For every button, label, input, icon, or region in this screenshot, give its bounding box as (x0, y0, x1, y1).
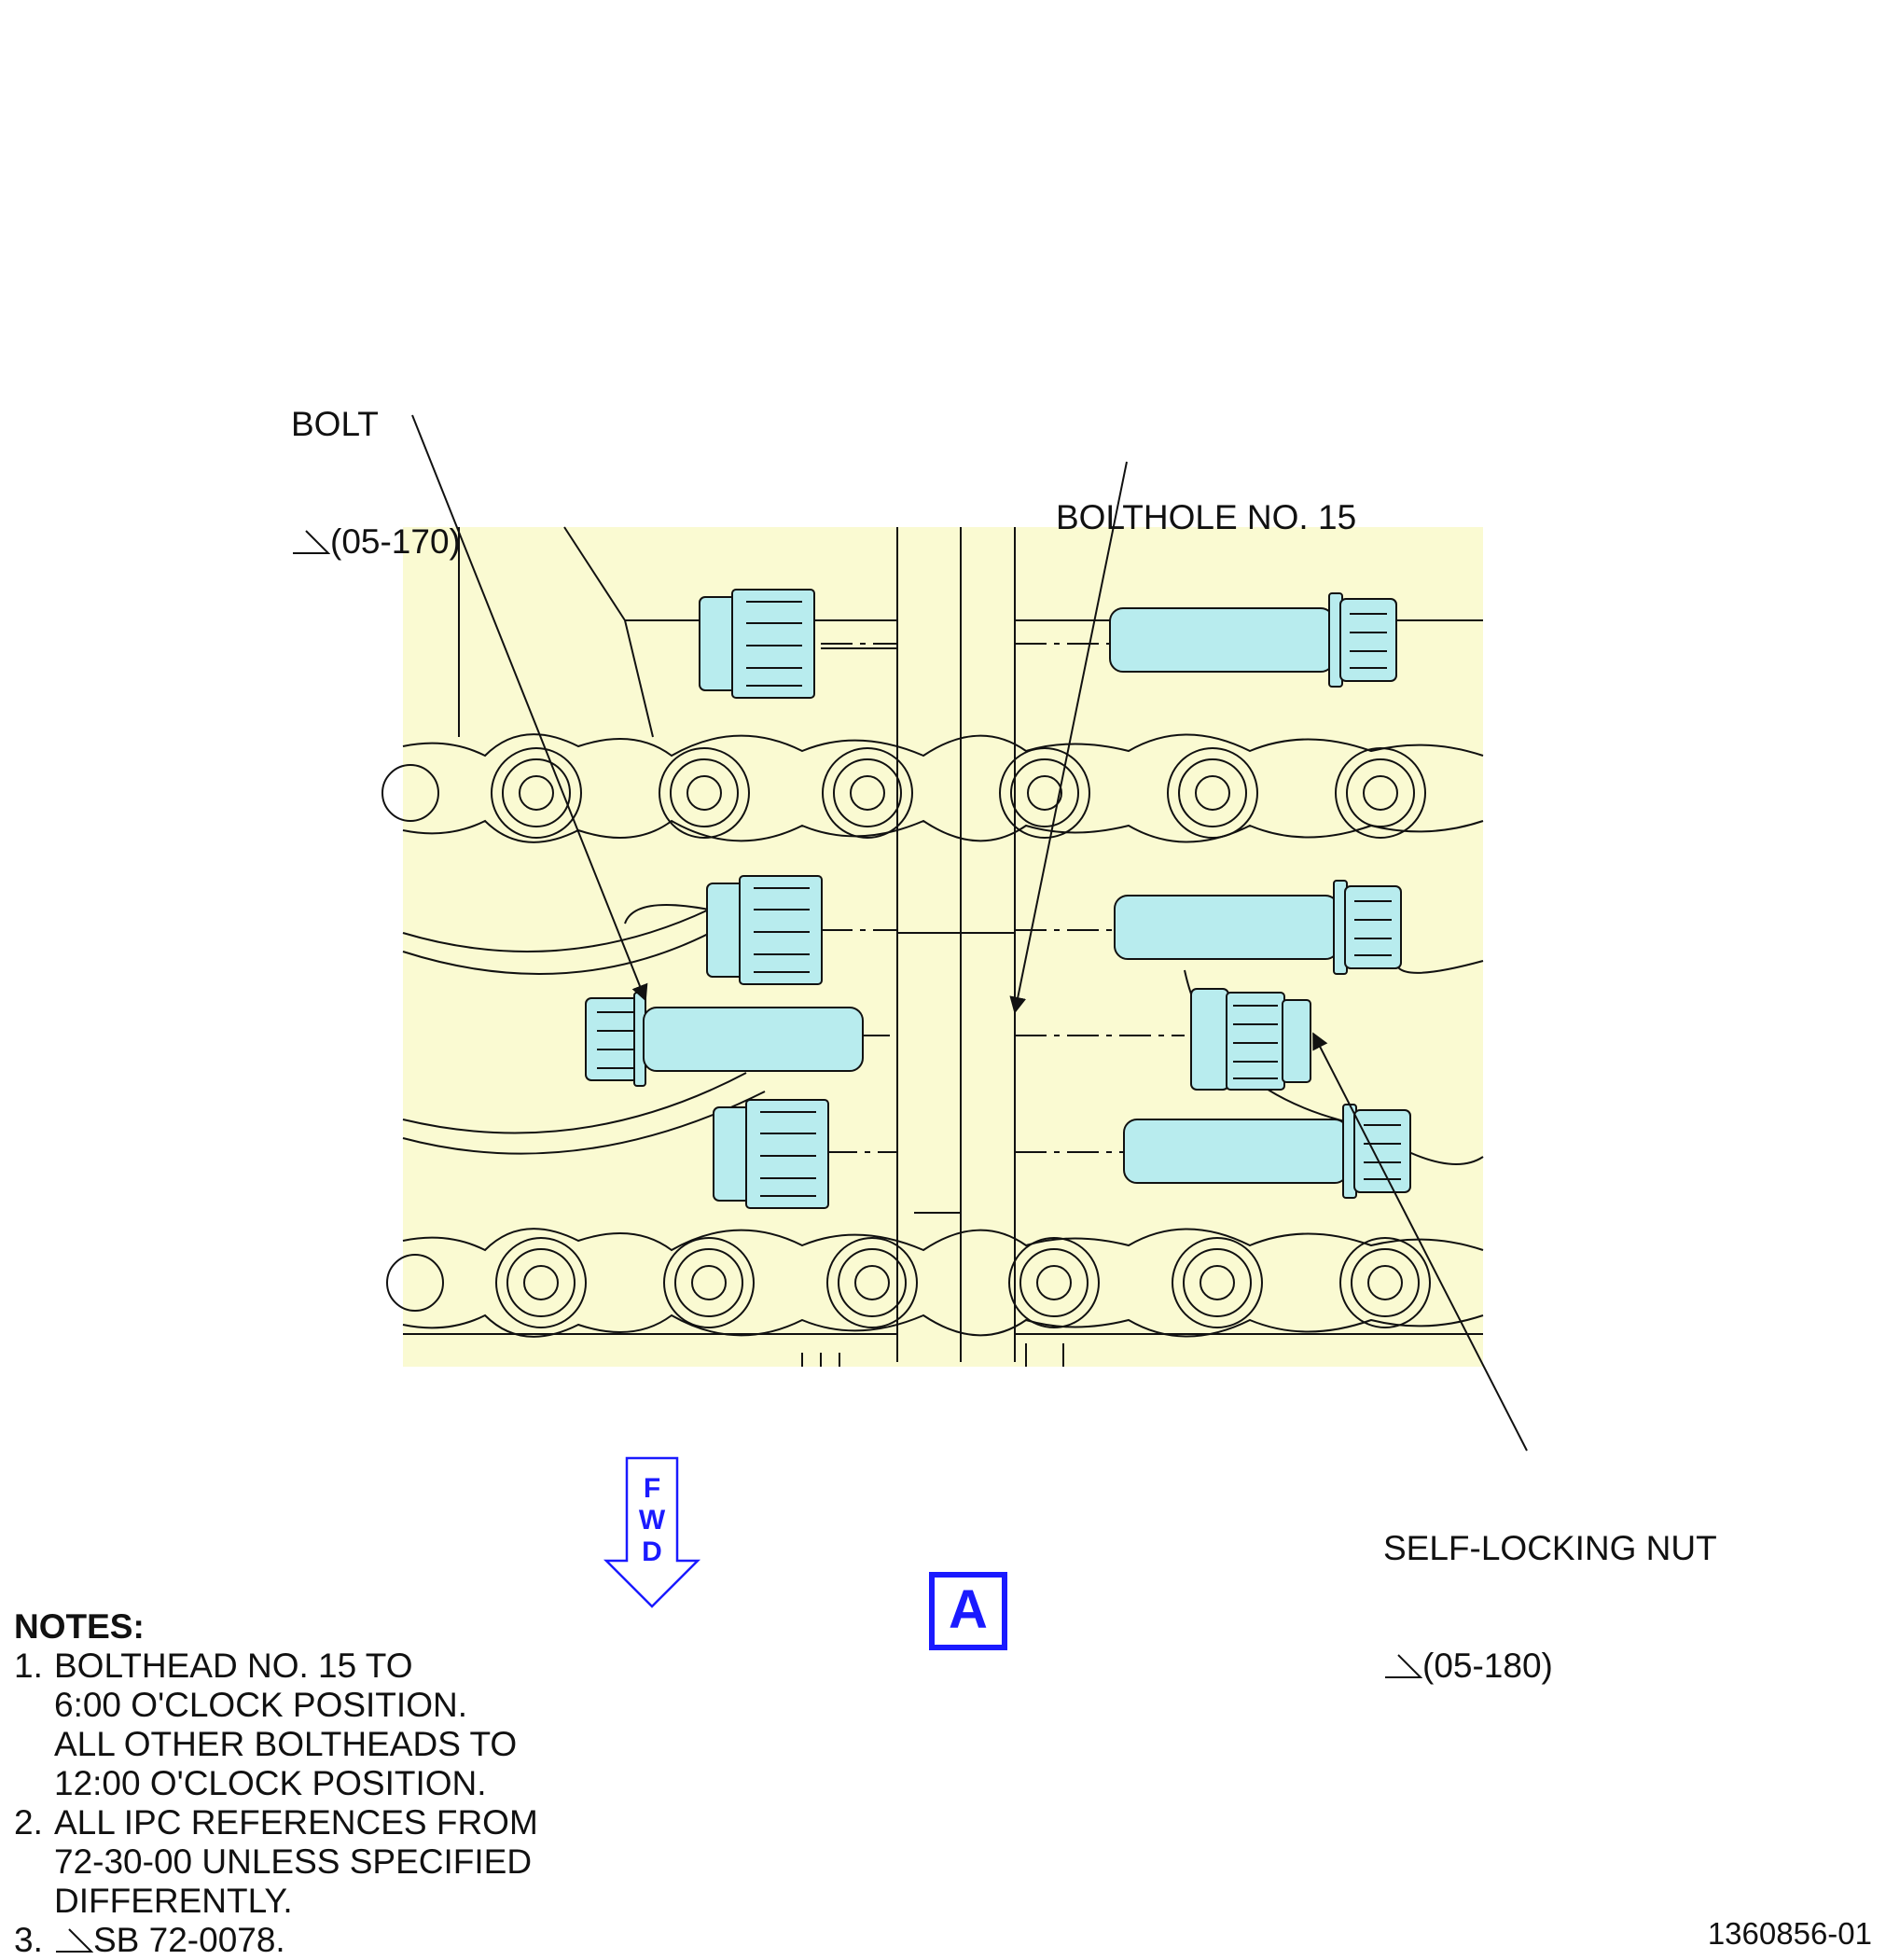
notes-block: NOTES: 1. BOLTHEAD NO. 15 TO 6:00 O'CLOC… (14, 1607, 538, 1960)
nut-callout-ref: (05-180) (1422, 1647, 1553, 1685)
self-locking-nut-part (1190, 988, 1311, 1091)
bolt-upper-right (1109, 592, 1397, 688)
view-a-label: A (929, 1572, 1007, 1650)
fwd-letter-f: F (643, 1473, 661, 1504)
bolthole-leader (1009, 461, 1128, 1014)
bolt-callout-ref: (05-170) (330, 522, 461, 561)
figure-number: 1360856-01 (1707, 1916, 1872, 1951)
note-line: 72-30-00 UNLESS SPECIFIED (54, 1842, 533, 1881)
bolt-callout: BOLT (05-170) (291, 327, 461, 601)
revision-triangle-icon (56, 1928, 93, 1953)
nut-mid-left (706, 875, 823, 985)
note-item: 3. SB 72-0078. (14, 1921, 538, 1960)
nut-callout: SELF-LOCKING NUT (05-180) (1383, 1451, 1717, 1725)
nut-upper-left (699, 589, 815, 699)
note-line: 12:00 O'CLOCK POSITION. (54, 1764, 487, 1802)
nut-lower-left (713, 1099, 829, 1209)
bolt-part (585, 992, 864, 1087)
note-line: ALL IPC REFERENCES FROM (54, 1803, 538, 1842)
flange-structure (402, 526, 1484, 1367)
notes-heading: NOTES: (14, 1607, 145, 1646)
bolt-lower-right (1123, 1104, 1411, 1199)
note-line: ALL OTHER BOLTHEADS TO (54, 1725, 518, 1763)
note-line: 6:00 O'CLOCK POSITION. (54, 1686, 467, 1724)
bolt-leader (411, 414, 648, 1002)
note-number: 3. (14, 1921, 43, 1959)
bolthole-callout-name: BOLTHOLE NO. 15 (1056, 498, 1357, 536)
leader-lines (411, 414, 1528, 1452)
note-item: 1. BOLTHEAD NO. 15 TO 6:00 O'CLOCK POSIT… (14, 1647, 538, 1803)
note-number: 2. (14, 1803, 43, 1842)
fwd-letter-w: W (638, 1505, 666, 1536)
upper-boss-row (381, 733, 1484, 843)
nut-leader (1312, 1032, 1528, 1452)
bolthole-callout: BOLTHOLE NO. 15 (1056, 420, 1356, 577)
note-line: SB 72-0078. (93, 1921, 285, 1959)
lower-boss-row (386, 1228, 1484, 1338)
note-line: DIFFERENTLY. (54, 1882, 293, 1920)
note-item: 2. ALL IPC REFERENCES FROM 72-30-00 UNLE… (14, 1803, 538, 1921)
bolt-callout-name: BOLT (291, 405, 379, 443)
note-line: BOLTHEAD NO. 15 TO (54, 1647, 413, 1685)
bolt-mid-right (1114, 880, 1402, 975)
fwd-letter-d: D (642, 1536, 662, 1567)
nut-callout-name: SELF-LOCKING NUT (1383, 1529, 1717, 1567)
revision-triangle-icon (1385, 1654, 1422, 1678)
revision-triangle-icon (293, 530, 330, 554)
note-number: 1. (14, 1647, 43, 1685)
fwd-arrow-icon (603, 1456, 701, 1608)
